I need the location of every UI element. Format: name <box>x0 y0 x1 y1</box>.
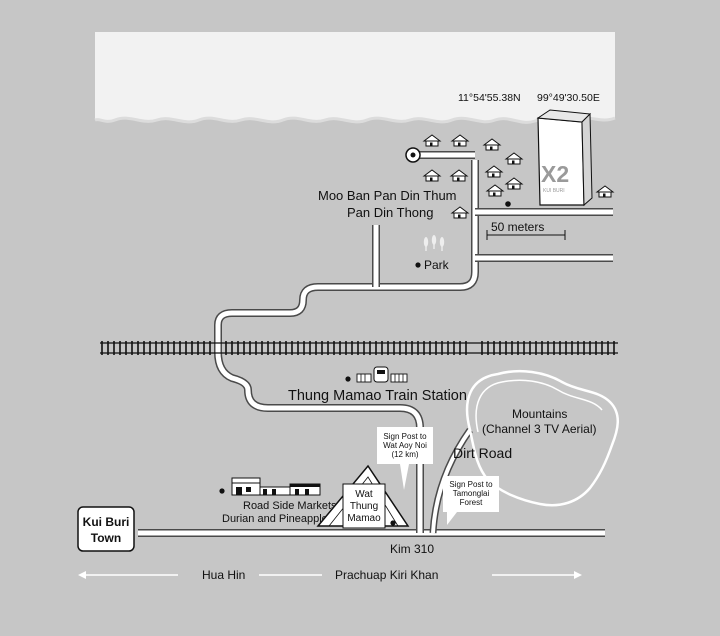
train-station-label: Thung Mamao Train Station <box>288 388 467 404</box>
distance-label: 50 meters <box>491 220 544 234</box>
wat-label-line3: Mamao <box>347 513 381 524</box>
kui-buri-town-box: Kui Buri Town <box>77 506 135 552</box>
town-label-line2: Town <box>91 531 121 545</box>
x2-logo: X2 <box>541 161 569 187</box>
mountains-outline <box>465 369 619 507</box>
coordinates-longitude: 99°49'30.50E <box>537 92 600 104</box>
mountains-label-line1: Mountains <box>512 407 567 421</box>
town-label-line1: Kui Buri <box>83 515 130 529</box>
train-station <box>345 366 408 383</box>
station-dot <box>345 376 351 382</box>
mountains-label-line2: (Channel 3 TV Aerial) <box>482 422 597 436</box>
direction-arrow-line <box>78 571 582 579</box>
markets-label-line1: Road Side Markets <box>243 500 337 512</box>
signpost1-line1: Sign Post to <box>383 432 427 441</box>
signpost2-line1: Sign Post to <box>449 480 493 489</box>
village-label-line2: Pan Din Thong <box>347 205 434 220</box>
distance-marker <box>486 230 566 240</box>
km-marker-label: Kim 310 <box>390 542 434 556</box>
tree-icon <box>423 235 445 251</box>
direction-hua-hin: Hua Hin <box>202 568 245 582</box>
signpost1-line3: (12 km) <box>391 450 418 459</box>
x2-logo-subtext: KUI BURI <box>543 188 565 194</box>
park-dot <box>415 262 421 268</box>
road-network <box>138 151 613 537</box>
signpost-wat-aoy-noi: Sign Post to Wat Aoy Noi (12 km) <box>377 427 433 490</box>
markets-label-line2: Durian and Pineapples <box>222 513 334 525</box>
signpost2-line3: Forest <box>460 498 483 507</box>
arrow-left-icon <box>78 571 86 579</box>
train-icon <box>356 366 408 383</box>
x2-location-dot <box>505 201 511 207</box>
wat-dot <box>390 520 396 526</box>
coordinates-latitude: 11°54'55.38N <box>458 92 521 104</box>
railway-track <box>100 341 618 355</box>
village-label-line1: Moo Ban Pan Din Thum <box>318 188 457 203</box>
market-stall-icon <box>231 477 321 496</box>
direction-prachuap: Prachuap Kiri Khan <box>335 568 438 582</box>
wat-label-box: Wat Thung Mamao <box>342 483 386 529</box>
market-dot <box>219 488 225 494</box>
signpost1-line2: Wat Aoy Noi <box>383 441 427 450</box>
park-label: Park <box>424 258 450 272</box>
arrow-right-icon <box>574 571 582 579</box>
signpost2-line2: Tamonglai <box>453 489 490 498</box>
cloud-band <box>95 32 615 123</box>
wat-label-line1: Wat <box>355 489 373 500</box>
signpost-tamonglai-forest: Sign Post to Tamonglai Forest <box>443 476 499 525</box>
cloud-edge-shadow <box>94 116 616 124</box>
wat-label-line2: Thung <box>350 501 378 512</box>
x2-resort-building: X2 KUI BURI <box>536 109 593 207</box>
dirt-road-label: Dirt Road <box>453 445 512 461</box>
